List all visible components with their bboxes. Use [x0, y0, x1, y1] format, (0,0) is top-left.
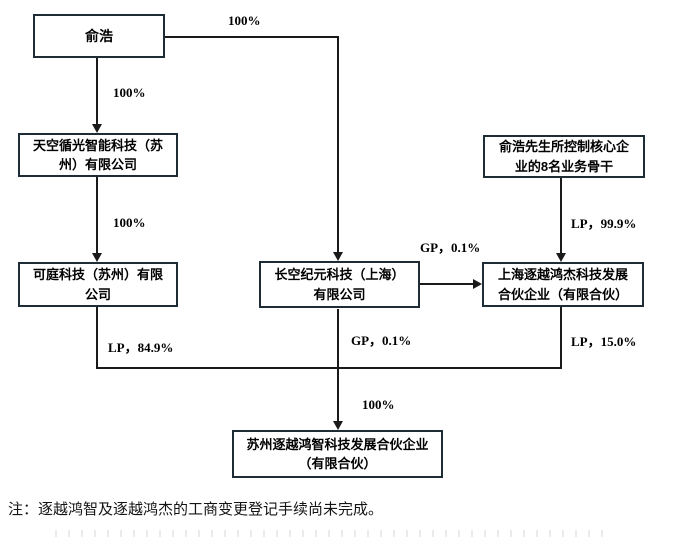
- node-label-line2: 州）有限公司: [58, 157, 137, 172]
- node-label-line1: 长空纪元科技（上海）: [274, 267, 405, 282]
- arrow-down-icon: [92, 124, 102, 133]
- edge-label-hongjie-hongzhi: LP，15.0%: [571, 334, 637, 349]
- edge-yuhao-tiankong-line: [96, 58, 98, 125]
- edge-label-changkong-hongjie: GP，0.1%: [420, 240, 481, 255]
- footnote: 注：逐越鸿智及逐越鸿杰的工商变更登记手续尚未完成。: [8, 502, 384, 518]
- edge-junction-hline: [96, 367, 562, 369]
- edge-changkong-hongjie-line: [420, 283, 474, 285]
- arrow-down-icon: [333, 252, 343, 261]
- node-label-line1: 天空循光智能科技（苏: [32, 137, 163, 153]
- edge-label-keting-hongzhi: LP，84.9%: [108, 340, 174, 355]
- edge-junction-hongzhi-line: [337, 309, 339, 422]
- node-label-line2: （有限合伙）: [298, 456, 377, 471]
- edge-keting-junction-line: [96, 307, 98, 369]
- node-tiankong-company: 天空循光智能科技（苏 州）有限公司: [18, 133, 178, 177]
- edge-label-backbone-hongjie: LP，99.9%: [571, 216, 637, 231]
- edge-label-tiankong-keting: 100%: [113, 215, 146, 230]
- node-changkong-company: 长空纪元科技（上海） 有限公司: [259, 261, 420, 308]
- node-label: 俞浩: [85, 27, 113, 44]
- node-label-line2: 有限公司: [313, 286, 366, 302]
- arrow-right-icon: [473, 279, 482, 289]
- node-keting-company: 可庭科技（苏州）有限 公司: [18, 262, 178, 307]
- node-label-line1: 上海逐越鸿杰科技发展: [497, 267, 628, 282]
- node-label-line1: 苏州逐越鸿智科技发展合伙企业: [246, 436, 429, 452]
- edge-label-yuhao-tiankong: 100%: [113, 85, 146, 100]
- edge-tiankong-keting-line: [96, 177, 98, 254]
- arrow-down-icon: [556, 253, 566, 262]
- node-hongzhi-partnership: 苏州逐越鸿智科技发展合伙企业 （有限合伙）: [232, 430, 443, 478]
- node-label-line1: 俞浩先生所控制核心企: [498, 139, 629, 154]
- node-hongjie-partnership: 上海逐越鸿杰科技发展 合伙企业（有限合伙）: [482, 262, 644, 307]
- node-label-line1: 可庭科技（苏州）有限: [32, 267, 163, 282]
- node-label-line2: 业的8名业务骨干: [514, 158, 614, 174]
- node-yuhao: 俞浩: [33, 14, 165, 58]
- edge-backbone-hongjie-line: [560, 178, 562, 254]
- arrow-down-icon: [92, 253, 102, 262]
- edge-yuhao-changkong-hline: [165, 36, 339, 38]
- node-label-line2: 公司: [84, 286, 111, 302]
- edge-label-merge-hongzhi: 100%: [362, 397, 395, 412]
- edge-label-changkong-hongzhi: GP，0.1%: [351, 333, 412, 348]
- node-core-backbone-group: 俞浩先生所控制核心企 业的8名业务骨干: [483, 135, 645, 178]
- node-label-line2: 合伙企业（有限合伙）: [497, 286, 628, 302]
- edge-yuhao-changkong-vline: [337, 36, 339, 253]
- edge-label-yuhao-changkong: 100%: [228, 13, 261, 28]
- arrow-down-icon: [333, 421, 343, 430]
- truncated-text-remnant: [55, 530, 605, 537]
- edge-hongjie-junction-line: [560, 307, 562, 369]
